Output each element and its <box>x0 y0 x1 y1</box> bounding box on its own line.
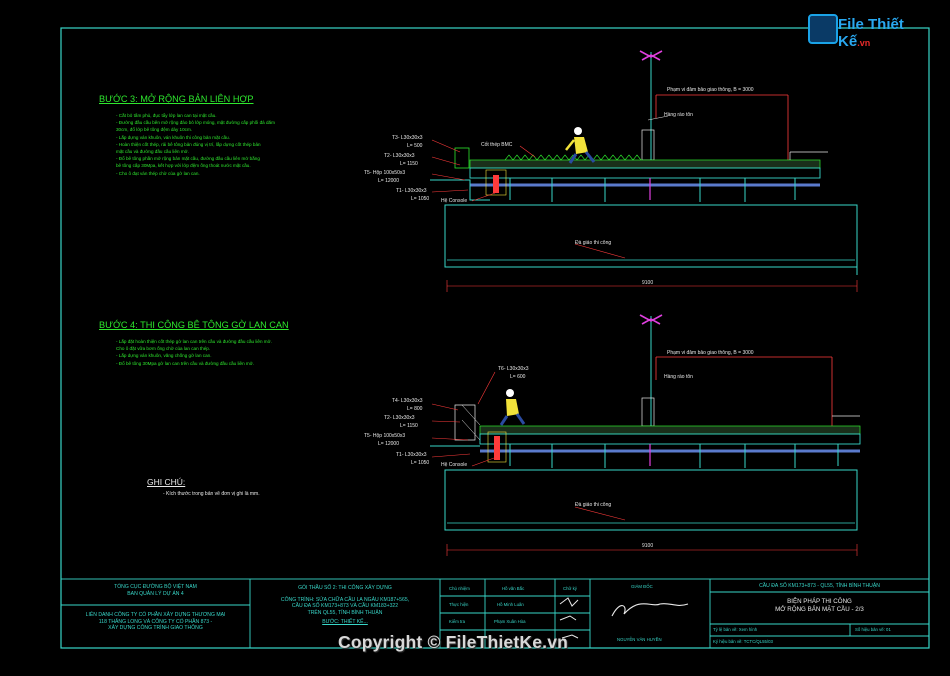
label-t1-length: L= 1050 <box>411 196 430 202</box>
project-line: TRÊN QL55, TỈNH BÌNH THUẬN <box>307 609 383 616</box>
step4-bullet: - Lắp đặt hoàn thiện cốt thép gờ lan can… <box>116 339 272 344</box>
title-block-project: GÓI THẦU SỐ 2: THI CÔNG XÂY DỰNG CÔNG TR… <box>250 585 440 626</box>
note-title: GHI CHÚ: <box>147 477 186 487</box>
flag-icon <box>639 50 663 61</box>
step4-bullet: Cho ô đặt vữa bơm ống chờ của lan can th… <box>116 346 211 352</box>
flag-icon <box>639 314 663 325</box>
logo-icon <box>808 14 838 44</box>
title-block-grid <box>60 578 930 649</box>
contractor-line: LIÊN DANH CÔNG TY CỔ PHẦN XÂY DỰNG THƯƠN… <box>85 612 226 618</box>
step4-section-drawing <box>430 314 861 556</box>
label-t6-length: L= 600 <box>510 374 526 380</box>
label-t5-length: L= 12000 <box>378 178 399 184</box>
label-scaffold: Đà giáo thi công <box>575 502 612 508</box>
label-t1: T1- L30x30x3 <box>396 188 427 194</box>
label-scaffold: Đà giáo thi công <box>575 240 612 246</box>
note-text: - Kích thước trong bản vẽ đơn vị ghi là … <box>163 491 260 497</box>
project-line: CÔNG TRÌNH: SỬA CHỮA CẦU LA NGÂU KM187+5… <box>280 596 410 603</box>
label-t2: T2- L30x30x3 <box>384 153 415 159</box>
label-traffic-range: Phạm vi đảm bảo giao thông, B = 3000 <box>667 87 754 93</box>
design-phase: BƯỚC: THIẾT KẾ... <box>322 619 368 626</box>
role: Thực hiện <box>449 602 469 607</box>
role: Kiểm tra <box>449 619 465 624</box>
step3-bullet: - Đổ bê tông phần mở rộng bản mặt cầu, đ… <box>116 156 260 162</box>
step4-bullet: - Đổ bê tông 30Mpa gờ lan can trên cầu v… <box>116 360 255 366</box>
person-name: Hồ văn Bắc <box>502 586 525 591</box>
sheet-number: Số hiệu bản vẽ: 01 <box>855 627 891 632</box>
label-t2-length: L= 1150 <box>400 161 418 167</box>
project-line: CẦU ĐA SỐ KM173+873 VÀ CẦU KM183+322 <box>291 603 399 610</box>
label-barrier: Hàng rào tôn <box>664 374 693 380</box>
step3-bullet: bê tông cấp 30Mpa, kết hợp với lớp đệm ố… <box>116 163 251 169</box>
person-name: Hồ Minh Luân <box>497 602 524 607</box>
label-t2: T2- L30x30x3 <box>384 415 415 421</box>
brand-logo[interactable]: File Thiết Kế.vn <box>808 10 920 50</box>
step3-notes: - Cắt bỏ tấm phủ, đục tẩy lớp lan can tạ… <box>116 112 275 177</box>
signature-header: Chữ ký <box>563 586 577 591</box>
label-barrier: Hàng rào tôn <box>664 112 693 118</box>
owner-org: TỔNG CỤC ĐƯỜNG BỘ VIỆT NAM <box>114 584 197 590</box>
director-name: NGUYỄN VĂN HUYỀN <box>617 637 662 642</box>
label-t1: T1- L30x30x3 <box>396 452 427 458</box>
label-t4: T4- L30x30x3 <box>392 398 423 404</box>
step3-bullet: - Đường đầu cầu bên mở rộng đào bỏ lớp m… <box>116 120 275 126</box>
label-t5: T5- Hộp 100x50x3 <box>364 170 406 176</box>
step4-bullet: - Lắp dựng ván khuôn, văng chống gờ lan … <box>116 353 212 359</box>
step3-bullet: - Cắt bỏ tấm phủ, đục tẩy lớp lan can tạ… <box>116 113 217 118</box>
label-t4-length: L= 800 <box>407 406 423 412</box>
step3-title: BƯỚC 3: MỞ RỘNG BẢN LIÊN HỢP <box>99 94 254 104</box>
contractor-line: 118 THĂNG LONG VÀ CÔNG TY CỔ PHẦN 873 - <box>98 618 213 625</box>
label-t5-length: L= 12000 <box>378 441 399 447</box>
label-t5: T5- Hộp 100x50x3 <box>364 433 406 439</box>
worker-icon <box>499 389 526 426</box>
signatures <box>559 597 579 639</box>
director-title: GIÁM ĐỐC <box>631 584 653 589</box>
brand-name: File Thiết Kế <box>838 16 904 50</box>
brand-domain: .vn <box>857 38 871 48</box>
step4-notes: - Lắp đặt hoàn thiện cốt thép gờ lan can… <box>116 338 272 367</box>
step3-bullet: - Lắp dựng ván khuôn, ván khuôn thi công… <box>116 134 230 140</box>
label-console: Hệ Console <box>441 198 468 204</box>
drawing-code: Ký hiệu bản vẽ: TCTC/QL55/03 <box>713 639 773 644</box>
drawing-scale: Tỷ lệ bản vẽ: Xem hình <box>713 627 758 632</box>
copyright-watermark: Copyright © FileThietKe.vn <box>338 632 569 652</box>
step3-bullet: 30cm, đổ lớp bê tông đệm dày 10cm. <box>116 127 193 133</box>
contractor-line: XÂY DỰNG CÔNG TRÌNH GIAO THÔNG <box>108 625 203 632</box>
step3-section-drawing <box>430 50 858 292</box>
step3-bullet: - Hoàn thiện cốt thép, rải bê tông bản đ… <box>116 141 261 147</box>
step3-bullet: - Cho ô đạt ván thép chờ của gờ lan can. <box>116 170 200 176</box>
owner-dept: BAN QUẢN LÝ DỰ ÁN 4 <box>127 590 184 597</box>
worker-icon <box>565 127 596 164</box>
title-block-owner: TỔNG CỤC ĐƯỜNG BỘ VIỆT NAM BAN QUẢN LÝ D… <box>61 584 250 597</box>
label-console: Hệ Console <box>441 462 468 468</box>
label-t3-length: L= 500 <box>407 143 423 149</box>
label-t1-length: L= 1050 <box>411 460 430 466</box>
label-t2-length: L= 1150 <box>400 423 418 429</box>
drawing-title-line: BIỆN PHÁP THI CÔNG <box>787 598 852 605</box>
drawing-title: BIỆN PHÁP THI CÔNG MỞ RỘNG BẢN MẶT CẦU -… <box>710 598 929 614</box>
dim-width: 9100 <box>642 280 654 286</box>
drawing-title-line: MỞ RỘNG BẢN MẶT CẦU - 2/3 <box>775 606 864 613</box>
person-name: Phạm Xuân Hòa <box>494 619 526 624</box>
dim-width: 9100 <box>642 543 654 549</box>
step4-title: BƯỚC 4: THI CÔNG BÊ TÔNG GỜ LAN CAN <box>99 320 289 330</box>
bridge-name: CẦU ĐA SỐ KM173+873 - QL55, TỈNH BÌNH TH… <box>759 583 880 589</box>
title-block-contractor: LIÊN DANH CÔNG TY CỔ PHẦN XÂY DỰNG THƯƠN… <box>61 612 250 632</box>
label-t3: T3- L30x30x3 <box>392 135 423 141</box>
label-t6: T6- L30x30x3 <box>498 366 529 372</box>
director-signature <box>611 603 689 617</box>
package-name: GÓI THẦU SỐ 2: THI CÔNG XÂY DỰNG <box>298 585 392 591</box>
label-traffic-range: Phạm vi đảm bảo giao thông, B = 3000 <box>667 350 754 356</box>
label-rebar: Cốt thép BMC <box>481 142 513 148</box>
role: Chủ nhiệm <box>449 586 470 591</box>
step3-bullet: mặt cầu và đường đầu cầu liên mở. <box>116 149 189 155</box>
